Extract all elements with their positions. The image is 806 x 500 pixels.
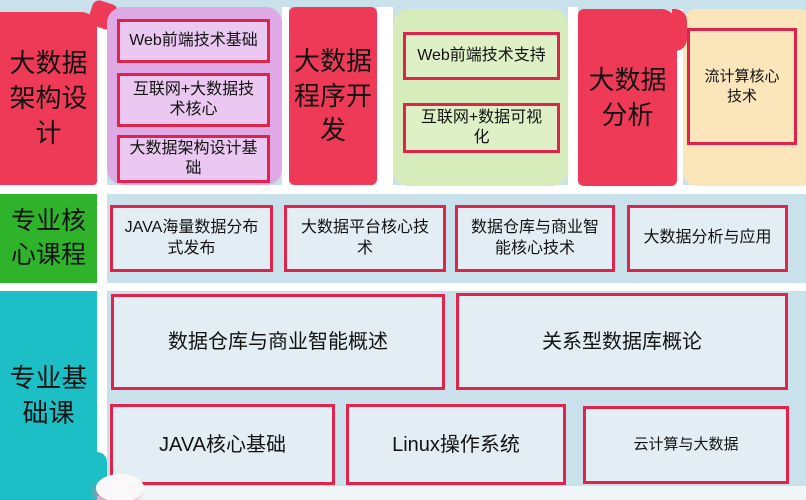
gap-panel-4 — [677, 9, 683, 186]
course-box: 互联网+大数据技 术核心 — [117, 73, 270, 127]
course-box: 大数据分析与应用 — [627, 205, 788, 272]
course-box: 大数据平台核心技 术 — [284, 205, 446, 272]
analysis-course-panel: 流计算核心 技术 — [683, 9, 806, 186]
gap-row2-row3 — [0, 283, 806, 291]
course-box: Web前端技术支持 — [403, 32, 560, 80]
watermark-blob-shape — [96, 474, 144, 500]
course-box: 流计算核心 技术 — [687, 28, 797, 145]
gap-panel-3 — [568, 7, 578, 185]
course-box: Web前端技术基础 — [117, 19, 270, 63]
course-box: 关系型数据库概论 — [456, 293, 788, 390]
course-box: 数据仓库与商业智 能核心技术 — [455, 205, 615, 272]
course-box: 云计算与大数据 — [583, 406, 789, 484]
programming-course-panel: Web前端技术支持 互联网+数据可视 化 — [393, 9, 568, 186]
gap-row1-row2 — [0, 185, 806, 194]
course-box: 大数据架构设计基 础 — [117, 135, 270, 183]
course-box: Linux操作系统 — [346, 404, 566, 485]
gap-panel-1 — [282, 7, 289, 185]
pillar-program-development: 大数据 程序开 发 — [289, 7, 377, 185]
pillar-architecture-design: 大数据 架构设 计 — [0, 12, 97, 185]
course-box: JAVA核心基础 — [110, 404, 335, 485]
pillar-data-analysis: 大数据 分析 — [578, 9, 677, 186]
gap-left-column — [97, 12, 107, 486]
architecture-course-panel: Web前端技术基础 互联网+大数据技 术核心 大数据架构设计基 础 — [107, 7, 282, 185]
gap-panel-2 — [377, 7, 393, 185]
course-box: 数据仓库与商业智能概述 — [111, 294, 445, 390]
bottom-strip — [107, 486, 806, 500]
pillar-corner-bump-shape — [672, 9, 687, 51]
course-box: 互联网+数据可视 化 — [403, 103, 560, 153]
pillar-core-courses: 专业核 心课程 — [0, 194, 97, 283]
pillar-foundation-courses: 专业基 础课 — [0, 291, 97, 500]
course-box: JAVA海量数据分布 式发布 — [110, 205, 273, 272]
